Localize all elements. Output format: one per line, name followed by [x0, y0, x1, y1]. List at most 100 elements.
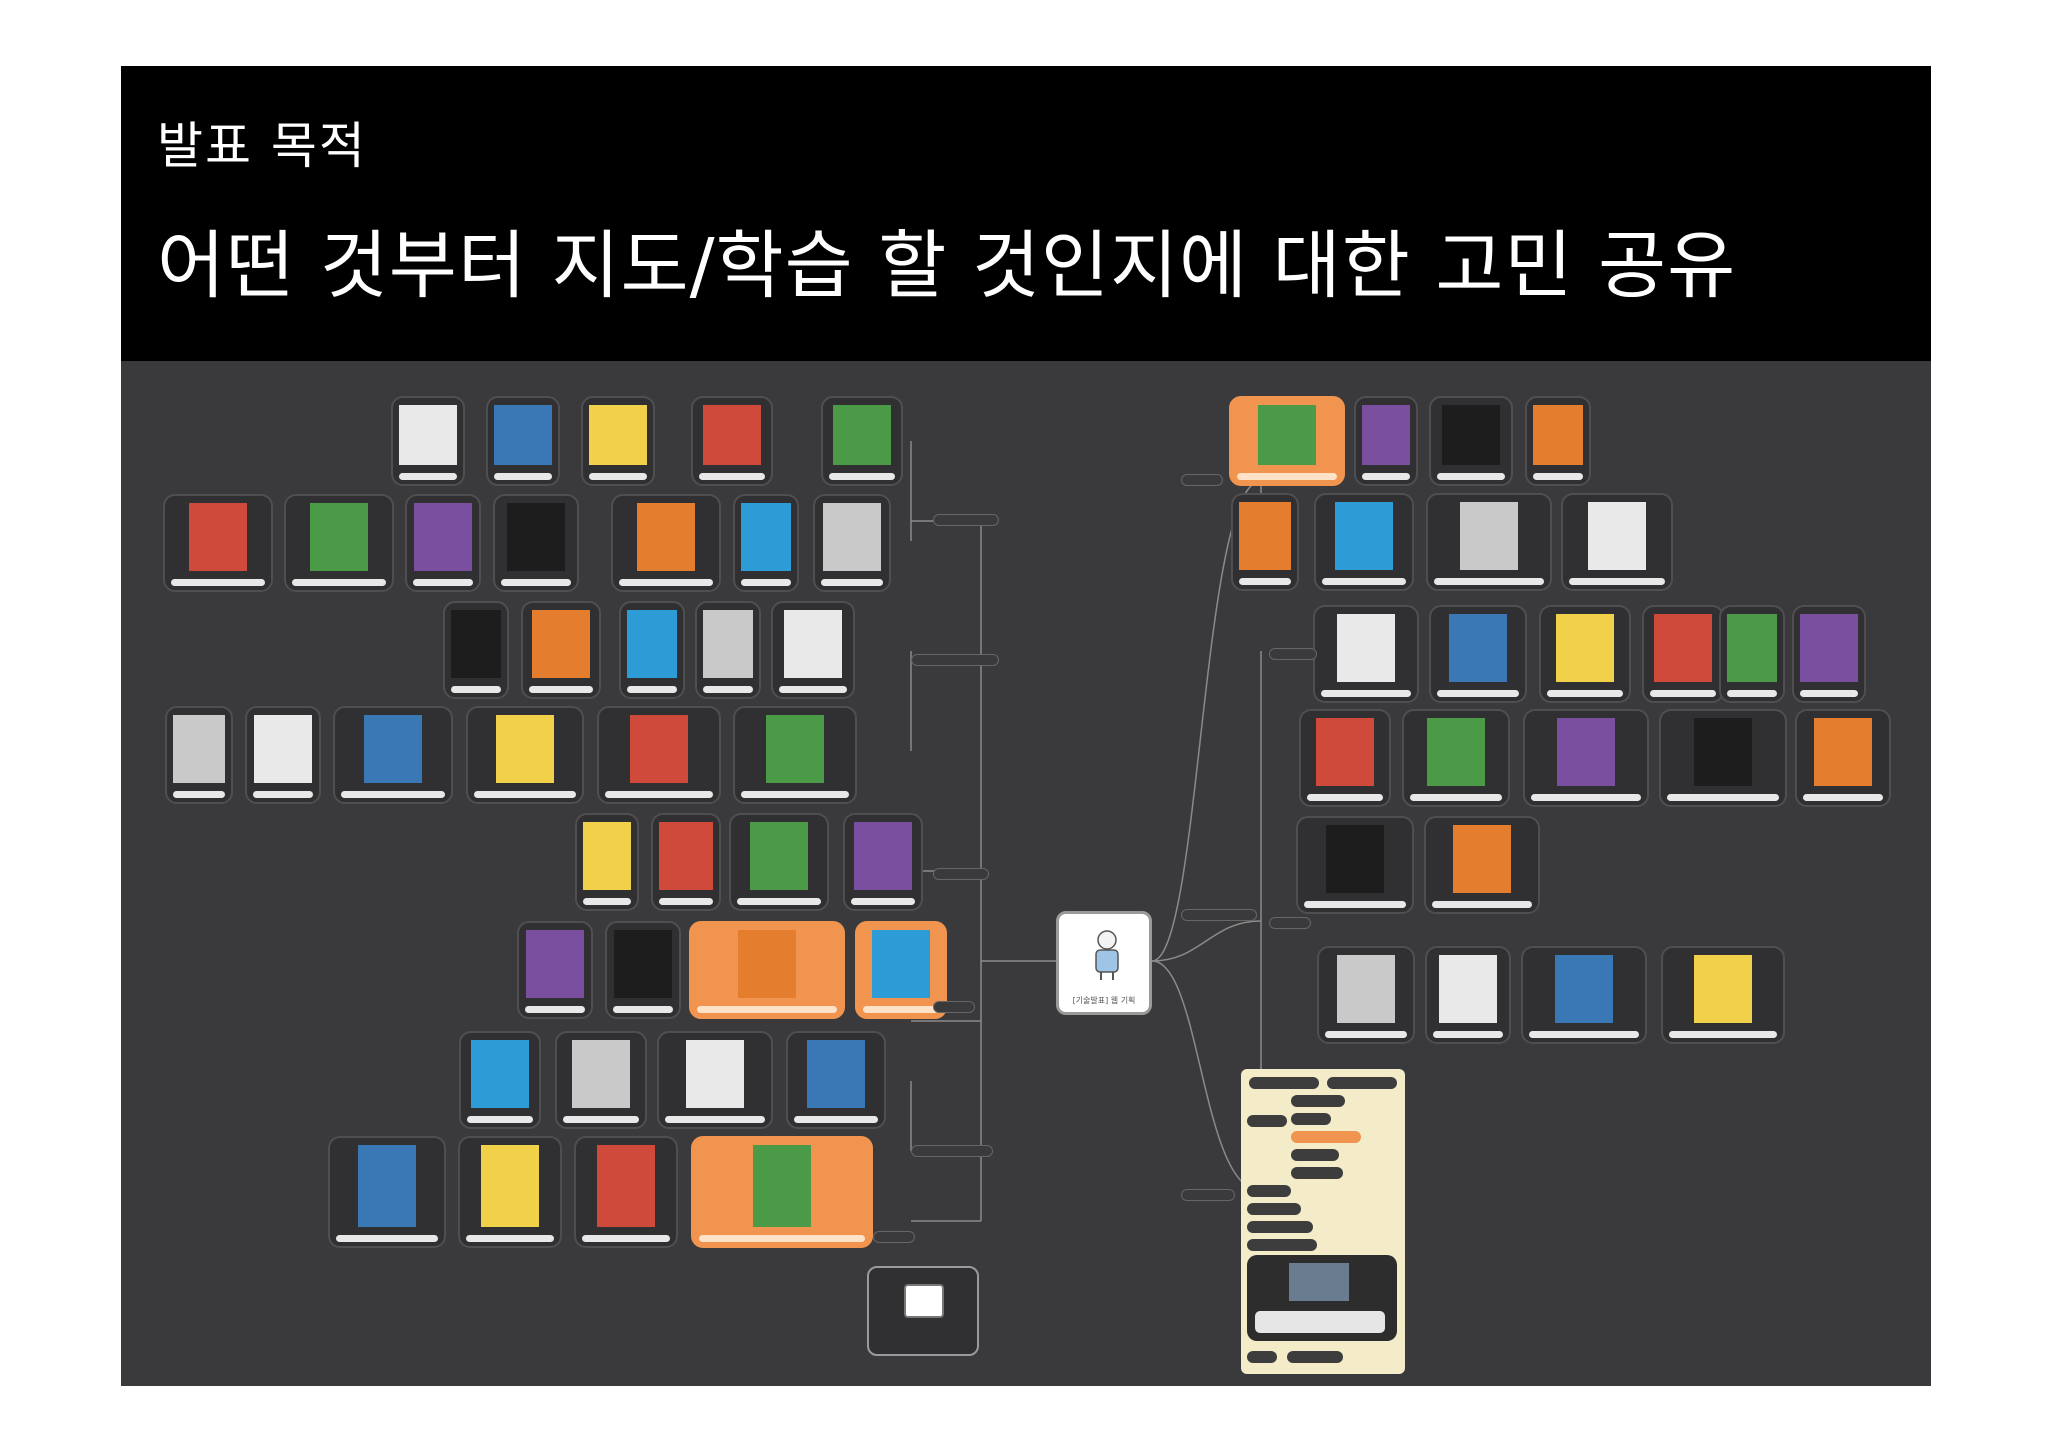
book-cover [1460, 502, 1518, 570]
book-card [443, 601, 509, 699]
note-pill [1327, 1077, 1397, 1089]
book-card [691, 1136, 873, 1248]
slide-kicker: 발표 목적 [157, 106, 367, 178]
book-caption-bar [1727, 690, 1777, 697]
note-pill [1247, 1115, 1287, 1127]
book-caption-bar [1569, 578, 1665, 585]
book-card [1313, 605, 1419, 703]
book-caption-bar [619, 579, 713, 586]
book-cover [1533, 405, 1583, 465]
book-caption-bar [1362, 473, 1410, 480]
note-pill [1291, 1113, 1331, 1125]
book-cover [583, 822, 631, 890]
branch-label [933, 868, 989, 880]
video-card [1247, 1255, 1397, 1341]
book-cover [189, 503, 247, 571]
book-cover [1453, 825, 1511, 893]
mindmap-image: [기술발표] 웹 기획 [121, 361, 1931, 1386]
note-pill [1291, 1167, 1343, 1179]
book-cover [1557, 718, 1615, 786]
book-cover [358, 1145, 416, 1227]
book-card [459, 1031, 541, 1129]
book-card [521, 601, 601, 699]
book-card [619, 601, 685, 699]
book-caption-bar [1433, 1031, 1503, 1038]
book-card [1354, 396, 1418, 486]
book-cover [686, 1040, 744, 1108]
book-cover [750, 822, 808, 890]
note-pill [1291, 1149, 1339, 1161]
book-card [574, 1136, 678, 1248]
book-caption-bar [863, 1006, 939, 1013]
book-card [1299, 709, 1391, 807]
book-card [466, 706, 584, 804]
book-caption-bar [627, 686, 677, 693]
book-caption-bar [737, 898, 821, 905]
book-cover [1335, 502, 1393, 570]
note-pill [1247, 1203, 1301, 1215]
book-caption-bar [583, 898, 631, 905]
book-card [597, 706, 721, 804]
book-caption-bar [563, 1116, 639, 1123]
book-caption-bar [467, 1116, 533, 1123]
book-cover [1654, 614, 1712, 682]
book-cover [784, 610, 842, 678]
book-cover [451, 610, 501, 678]
book-cover [414, 503, 472, 571]
book-cover [494, 405, 552, 465]
book-card [1424, 816, 1540, 914]
book-caption-bar [336, 1235, 438, 1242]
book-card [1561, 493, 1673, 591]
note-pill-highlight [1291, 1131, 1361, 1143]
book-cover [659, 822, 713, 890]
note-pill [1249, 1077, 1319, 1089]
book-card [1642, 605, 1724, 703]
book-cover [1800, 614, 1858, 682]
book-card [605, 921, 681, 1019]
book-caption-bar [1803, 794, 1883, 801]
book-card [1795, 709, 1891, 807]
book-caption-bar [1325, 1031, 1407, 1038]
book-caption-bar [501, 579, 571, 586]
slide: 발표 목적 어떤 것부터 지도/학습 할 것인지에 대한 고민 공유 [기술발표… [121, 66, 1931, 1386]
book-card [1296, 816, 1414, 914]
book-caption-bar [525, 1006, 585, 1013]
book-cover [1258, 405, 1316, 465]
book-card [1317, 946, 1415, 1044]
video-thumbnail [1289, 1263, 1349, 1301]
book-cover [597, 1145, 655, 1227]
book-card [1426, 493, 1552, 591]
book-caption-bar [1667, 794, 1779, 801]
branch-label [1181, 1189, 1235, 1201]
book-card [733, 706, 857, 804]
book-caption-bar [173, 791, 225, 798]
book-card [729, 813, 829, 911]
book-cover [703, 405, 761, 465]
book-caption-bar [1410, 794, 1502, 801]
book-card [517, 921, 593, 1019]
book-card [1429, 605, 1527, 703]
book-card [1719, 605, 1785, 703]
mini-card [867, 1266, 979, 1356]
book-caption-bar [1307, 794, 1383, 801]
center-caption: [기술발표] 웹 기획 [1059, 995, 1149, 1006]
branch-label [911, 1145, 993, 1157]
book-card [581, 396, 655, 486]
book-card [691, 396, 773, 486]
person-icon [1087, 928, 1127, 980]
book-card [458, 1136, 562, 1248]
book-card [1523, 709, 1649, 807]
book-caption-bar [665, 1116, 765, 1123]
book-cover [1337, 614, 1395, 682]
book-cover [310, 503, 368, 571]
book-card [405, 494, 481, 592]
book-caption-bar [613, 1006, 673, 1013]
book-card [813, 494, 891, 592]
book-caption-bar [413, 579, 473, 586]
book-caption-bar [466, 1235, 554, 1242]
book-caption-bar [851, 898, 915, 905]
book-cover [823, 503, 881, 571]
book-cover [753, 1145, 811, 1227]
book-card [1425, 946, 1511, 1044]
note-pill [1291, 1095, 1345, 1107]
